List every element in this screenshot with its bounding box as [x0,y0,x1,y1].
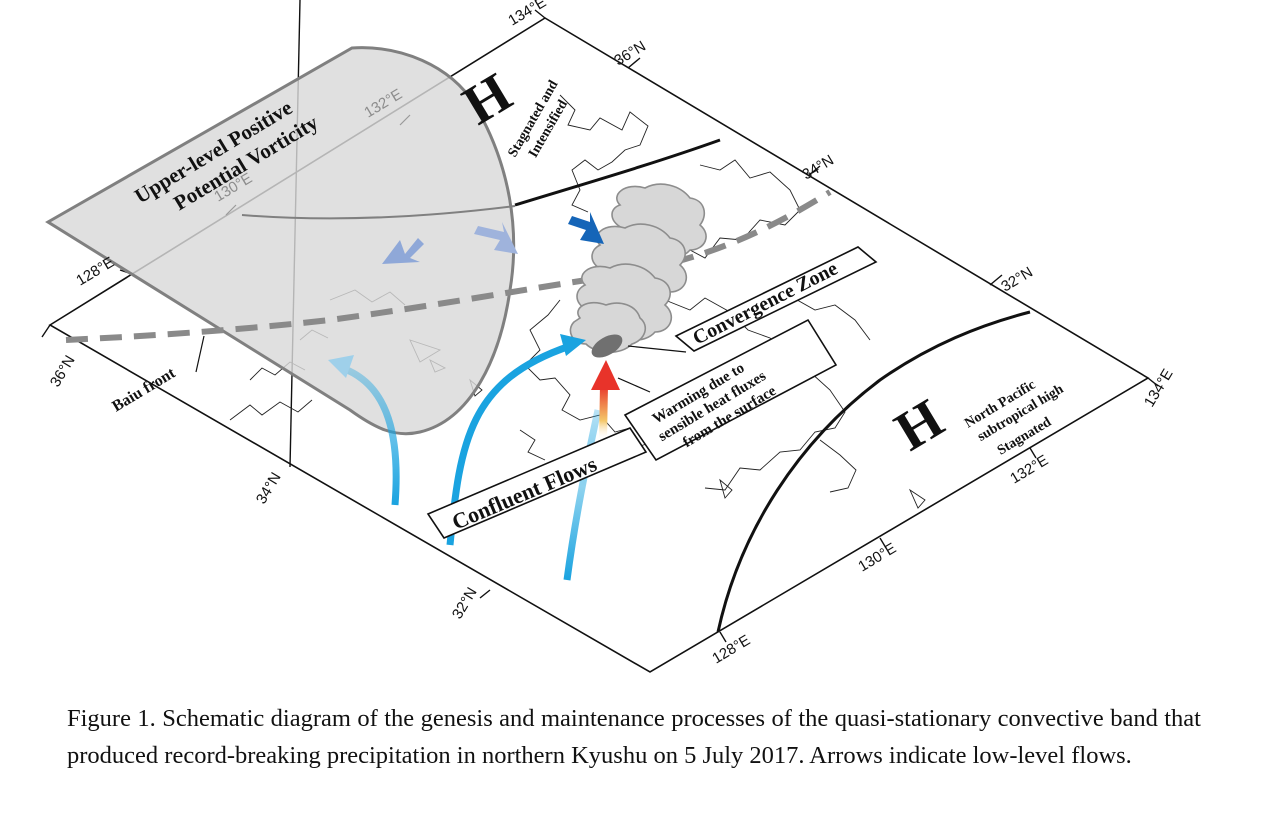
upper-flow-arrows [382,212,604,264]
schematic-diagram: Upper-level Positive Potential Vorticity… [41,0,1177,673]
convergence-pointer [627,345,687,353]
arrow-light-right [474,222,518,254]
warm-core [591,334,623,358]
pv-sheet [45,46,516,436]
tick-left-lat: 36°N [47,353,79,390]
north-high-boundary [514,138,721,207]
convergence-box [674,246,878,352]
tick-bottom-lon1: 128°E [709,632,753,668]
figure-caption: Figure 1. Schematic diagram of the genes… [67,705,1201,769]
convective-clouds [569,183,707,354]
tick-top-lat: 36°N [611,38,648,70]
tick-bottom-lat: 32°N [449,585,481,622]
flow-arrowhead-west [328,355,354,378]
tick-upper-lat: 34°N [799,152,836,184]
pv-tick-130 [225,204,237,216]
baiu-front [65,189,832,343]
arrow-light-left [382,238,424,264]
warming-arrow-shaft [599,384,608,441]
tick-mid-lat: 34°N [253,470,285,507]
arrow-dark-blue [568,212,604,244]
warming-box [623,318,838,462]
flow-arrow-west [340,364,400,506]
flow-arrow-south [563,409,602,581]
baiu-front-pointer [195,335,205,373]
pv-sheet-gridline [241,205,516,220]
tick-right-lat: 32°N [998,264,1035,296]
confluent-box [426,427,648,539]
warming-pointer [617,377,651,393]
flow-arrowhead-middle [560,334,586,356]
warming-arrowhead [591,360,620,390]
pv-tick-132 [399,114,411,126]
tick-left-lon: 128°E [73,254,117,290]
tick-right-lon: 134°E [1141,366,1177,410]
pacific-high-boundary [716,310,1031,633]
